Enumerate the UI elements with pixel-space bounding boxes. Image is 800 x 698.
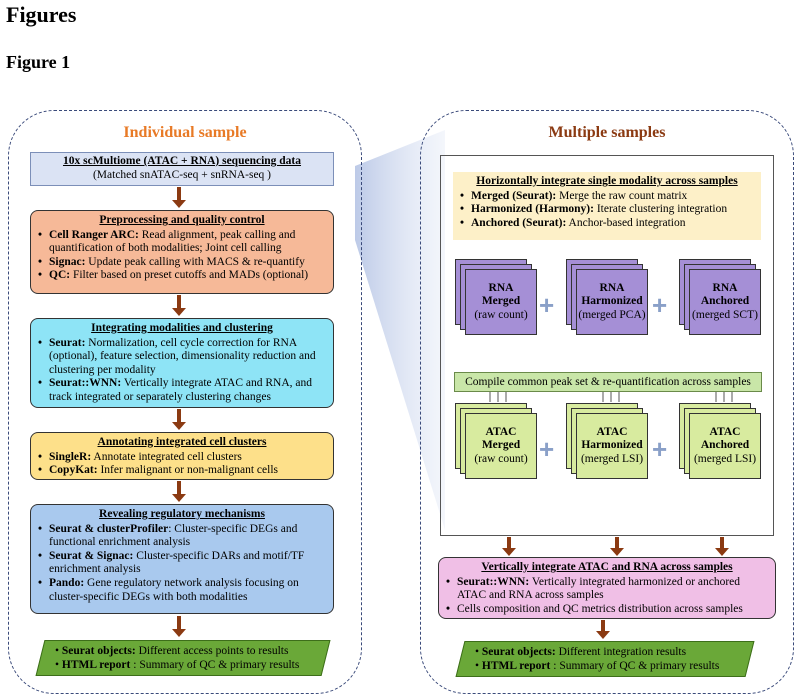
vertical-integration-title: Vertically integrate ATAC and RNA across… — [481, 561, 733, 573]
connector-band — [355, 130, 445, 530]
plus-icon: + — [652, 290, 668, 320]
preprocessing-list: Cell Ranger ARC: Read alignment, peak ca… — [37, 229, 327, 283]
regulatory-list: Seurat & clusterProfiler: Cluster-specif… — [37, 523, 327, 605]
vertical-integration-list: Seurat::WNN: Vertically integrated harmo… — [445, 576, 769, 617]
list-item: CopyKat: Infer malignant or non-malignan… — [38, 464, 327, 478]
preprocessing-box: Preprocessing and quality control Cell R… — [30, 210, 334, 294]
vertical-integration-box: Vertically integrate ATAC and RNA across… — [438, 557, 776, 619]
list-item: Cell Ranger ARC: Read alignment, peak ca… — [38, 229, 327, 256]
input-data-box: 10x scMultiome (ATAC + RNA) sequencing d… — [30, 152, 334, 186]
compile-peak-set-box: Compile common peak set & re-quantificat… — [454, 372, 762, 392]
regulatory-title: Revealing regulatory mechanisms — [99, 508, 265, 520]
list-item: Merged (Seurat): Merge the raw count mat… — [460, 190, 755, 204]
figures-heading: Figures — [6, 2, 77, 27]
horizontal-integration-frame — [440, 155, 774, 536]
figure-1-heading: Figure 1 — [6, 52, 71, 72]
list-item: Seurat: Normalization, cell cycle correc… — [38, 337, 327, 378]
list-item: Seurat::WNN: Vertically integrate ATAC a… — [38, 377, 327, 404]
list-item: • HTML report : Summary of QC & primary … — [475, 660, 720, 672]
list-item: Cells composition and QC metrics distrib… — [446, 603, 769, 617]
left-output-box: • Seurat objects: Different access point… — [35, 640, 331, 676]
list-item: • Seurat objects: Different integration … — [475, 646, 687, 658]
integrating-box: Integrating modalities and clustering Se… — [30, 318, 334, 408]
integrating-title: Integrating modalities and clustering — [91, 322, 273, 334]
list-item: • Seurat objects: Different access point… — [55, 645, 289, 657]
right-output-box: • Seurat objects: Different integration … — [455, 641, 755, 677]
input-data-subtitle: (Matched snATAC-seq + snRNA-seq ) — [92, 168, 272, 181]
integrating-list: Seurat: Normalization, cell cycle correc… — [37, 337, 327, 405]
plus-icon: + — [539, 434, 555, 464]
compile-connectors — [489, 392, 733, 402]
individual-sample-title: Individual sample — [123, 124, 247, 141]
multiple-samples-panel — [420, 110, 794, 694]
annotating-list: SingleR: Annotate integrated cell cluste… — [37, 451, 327, 478]
individual-sample-panel — [8, 110, 362, 694]
list-item: Seurat & Signac: Cluster-specific DARs a… — [38, 550, 327, 577]
horizontal-integration-list: Merged (Seurat): Merge the raw count mat… — [459, 190, 755, 231]
list-item: QC: Filter based on preset cutoffs and M… — [38, 269, 327, 283]
regulatory-box: Revealing regulatory mechanisms Seurat &… — [30, 504, 334, 614]
horizontal-integration-box: Horizontally integrate single modality a… — [453, 172, 761, 240]
list-item: Anchored (Seurat): Anchor-based integrat… — [460, 217, 755, 231]
plus-icon: + — [652, 434, 668, 464]
annotating-box: Annotating integrated cell clusters Sing… — [30, 432, 334, 480]
list-item: SingleR: Annotate integrated cell cluste… — [38, 451, 327, 465]
annotating-title: Annotating integrated cell clusters — [97, 436, 267, 448]
list-item: Pando: Gene regulatory network analysis … — [38, 577, 327, 604]
list-item: Seurat & clusterProfiler: Cluster-specif… — [38, 523, 327, 550]
input-data-title: 10x scMultiome (ATAC + RNA) sequencing d… — [62, 155, 302, 167]
multiple-samples-title: Multiple samples — [548, 124, 666, 141]
plus-icon: + — [539, 290, 555, 320]
list-item: Harmonized (Harmony): Iterate clustering… — [460, 203, 755, 217]
preprocessing-title: Preprocessing and quality control — [99, 214, 265, 226]
horizontal-integration-title: Horizontally integrate single modality a… — [476, 175, 738, 187]
list-item: • HTML report : Summary of QC & primary … — [55, 659, 300, 671]
list-item: Signac: Update peak calling with MACS & … — [38, 256, 327, 270]
list-item: Seurat::WNN: Vertically integrated harmo… — [446, 576, 769, 603]
